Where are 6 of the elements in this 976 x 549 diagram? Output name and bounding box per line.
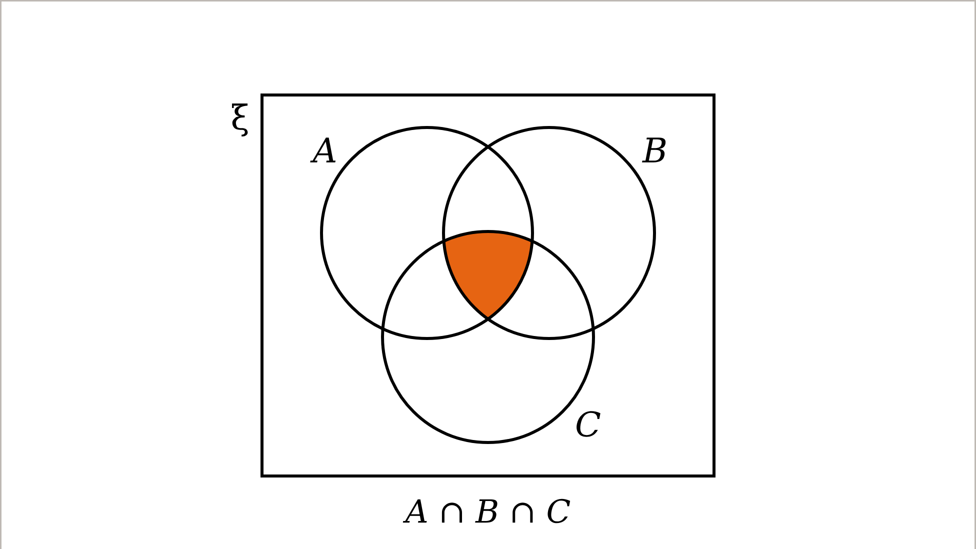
set-label: A [310,138,336,162]
set-label: B [642,138,666,162]
caption: A ∩ B ∩ C [402,498,570,524]
universal-set-symbol: ξ [232,104,248,136]
shaded-region [444,232,532,319]
set-label: C [576,411,600,437]
